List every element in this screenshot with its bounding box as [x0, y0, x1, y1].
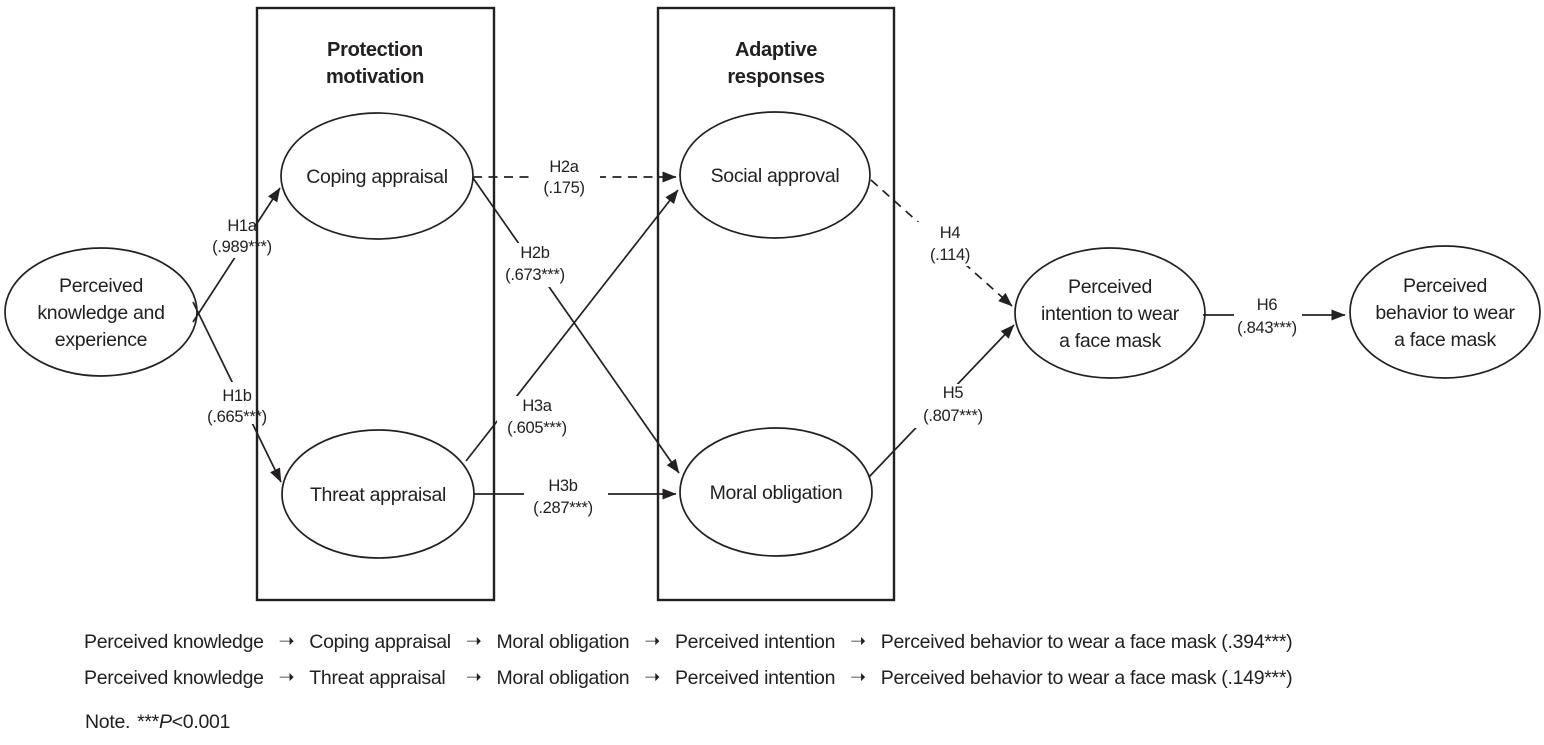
protection-motivation-title: motivation	[326, 66, 424, 88]
summary-segment: Perceived intention	[674, 667, 836, 689]
hypothesis-id: H6	[1257, 296, 1278, 314]
edge-h1b-label: H1b (.665***)	[207, 387, 267, 426]
edge-h2b-line	[472, 177, 680, 474]
hypothesis-id: H1b	[222, 387, 251, 405]
edge-h1b-label-bg	[199, 382, 255, 424]
arrow-right-icon: ➝	[644, 667, 660, 688]
path-coefficient: (.287***)	[533, 499, 593, 517]
arrow-right-icon: ➝	[278, 631, 295, 652]
note-p-symbol: P	[158, 711, 172, 733]
node-label: Coping appraisal	[306, 166, 448, 188]
adaptive-responses-box	[656, 6, 896, 602]
edge-h2b-label-bg	[497, 243, 577, 287]
node-label: intention to wear	[1041, 303, 1180, 325]
summary-segment: Perceived knowledge	[84, 667, 264, 689]
hypothesis-id: H4	[940, 224, 961, 242]
summary-segment: Moral obligation	[496, 667, 630, 689]
node-label: Moral obligation	[710, 482, 843, 504]
node-label: a face mask	[1394, 329, 1496, 351]
path-coefficient: (.989***)	[212, 238, 272, 256]
arrow-right-icon: ➝	[465, 631, 482, 652]
path-coefficient: (.843***)	[1237, 319, 1297, 337]
summary-segment: Moral obligation	[496, 631, 630, 653]
path-coefficient: (.807***)	[923, 407, 983, 425]
edge-h6-label: H6 (.843***)	[1237, 296, 1297, 337]
protection-motivation-box	[255, 6, 496, 602]
significance-note: Note. ***P<0.001	[85, 711, 230, 734]
node-label: knowledge and	[37, 302, 164, 324]
edge-h6-label-bg	[1234, 296, 1302, 340]
edge-h3b-label: H3b (.287***)	[533, 477, 593, 517]
protection-motivation-title: Protection	[327, 39, 423, 61]
ellipse	[679, 111, 871, 239]
path-coefficient: (.114)	[930, 246, 970, 264]
summary-segment: Threat appraisal	[309, 667, 446, 689]
arrow-right-icon: ➝	[644, 631, 660, 652]
node-perceived-knowledge: Perceived knowledge and experience	[4, 247, 198, 377]
node-perceived-behavior: Perceived behavior to wear a face mask	[1349, 245, 1541, 379]
ellipse	[679, 427, 873, 557]
hypothesis-id: H3a	[522, 397, 552, 415]
node-label: Perceived	[59, 275, 143, 297]
indirect-paths-summary: Perceived knowledge ➝ Coping appraisal ➝…	[84, 631, 1293, 690]
edge-h1a-label: H1a (.989***)	[212, 217, 272, 256]
summary-segment: Coping appraisal	[309, 631, 451, 653]
edge-h4-label: H4 (.114)	[930, 224, 970, 264]
note-condition: <0.001	[171, 711, 231, 733]
hypothesis-id: H5	[943, 384, 964, 402]
edge-h3a-label: H3a (.605***)	[507, 397, 567, 437]
path-coefficient: (.665***)	[207, 408, 267, 426]
node-perceived-intention: Perceived intention to wear a face mask	[1014, 247, 1206, 379]
node-threat-appraisal: Threat appraisal	[281, 429, 475, 559]
node-coping-appraisal: Coping appraisal	[280, 112, 474, 240]
hypothesis-id: H1a	[227, 217, 257, 235]
arrow-right-icon: ➝	[850, 667, 866, 688]
path-coefficient: (.673***)	[505, 266, 565, 284]
summary-segment: Perceived intention	[674, 631, 836, 653]
path-model-diagram: Protection motivation Adaptive responses…	[4, 6, 1541, 602]
node-label: Threat appraisal	[310, 484, 446, 506]
note-stars: ***	[137, 711, 159, 733]
node-label: Social approval	[711, 165, 840, 187]
ellipse	[1349, 245, 1541, 379]
edge-h5-label-bg	[913, 384, 997, 428]
edge-h2a-label-bg	[530, 158, 600, 198]
summary-segment: Perceived behavior to wear a face mask (…	[880, 667, 1293, 689]
edge-h4-label-bg	[912, 222, 988, 266]
arrow-right-icon: ➝	[465, 667, 482, 688]
edge-h1a-label-bg	[204, 216, 255, 258]
edge-h2a-label: H2a (.175)	[543, 158, 585, 197]
path-coefficient: (.605***)	[507, 419, 567, 437]
ellipse	[1014, 247, 1206, 379]
arrow-right-icon: ➝	[278, 667, 295, 688]
node-label: experience	[55, 329, 147, 351]
hypothesis-id: H3b	[548, 477, 577, 495]
hypothesis-id: H2b	[520, 244, 549, 262]
ellipse	[280, 112, 474, 240]
node-social-approval: Social approval	[679, 111, 871, 239]
edge-h5-label: H5 (.807***)	[923, 384, 983, 425]
edge-h2b-label: H2b (.673***)	[505, 244, 565, 284]
node-label: a face mask	[1059, 330, 1161, 352]
arrow-right-icon: ➝	[850, 631, 866, 652]
summary-segment: Perceived knowledge	[84, 631, 264, 653]
hypothesis-id: H2a	[549, 158, 579, 176]
path-coefficient: (.175)	[543, 179, 584, 197]
adaptive-responses-title: Adaptive	[735, 39, 817, 61]
summary-segment: Perceived behavior to wear a face mask (…	[880, 631, 1293, 653]
edge-h3a-label-bg	[497, 396, 579, 440]
node-moral-obligation: Moral obligation	[679, 427, 873, 557]
node-label: Perceived	[1068, 276, 1152, 298]
node-label: behavior to wear	[1375, 302, 1515, 324]
note-prefix: Note.	[85, 711, 131, 733]
edge-h3b-label-bg	[524, 477, 608, 519]
adaptive-responses-title: responses	[727, 66, 825, 88]
node-label: Perceived	[1403, 275, 1487, 297]
